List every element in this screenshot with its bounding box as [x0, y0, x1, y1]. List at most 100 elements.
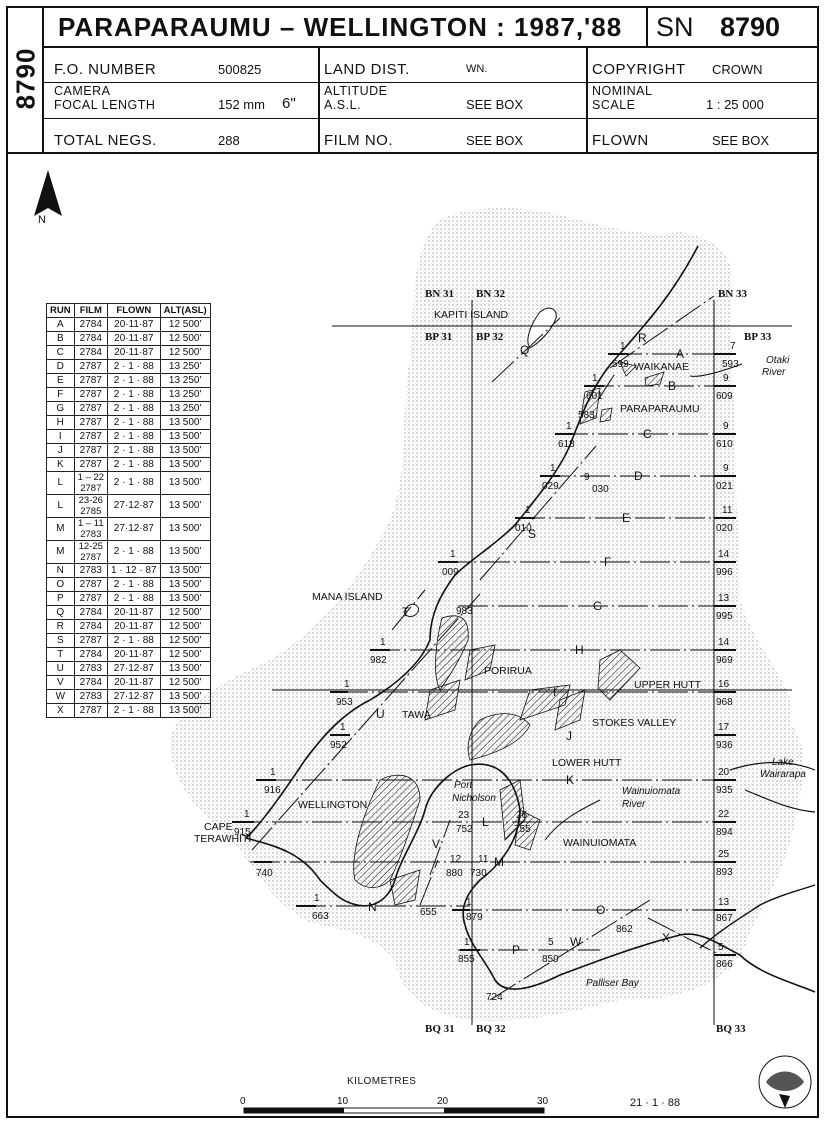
frame-o-right: 13 [718, 897, 730, 908]
alt-cell: 13 250' [159, 373, 211, 388]
water-names: Otaki River Port Nicholson Wainuiomata R… [452, 355, 806, 989]
place-terawhiti: TERAWHITI [194, 833, 251, 845]
lake-wairarapa-shore [729, 761, 816, 771]
wainuiomata-river [544, 799, 601, 841]
run-letter-q: Q [520, 343, 529, 357]
run-cell: H [46, 415, 75, 430]
run-letters: A B C D E F G H I J K L M N O P Q R S T … [368, 331, 684, 957]
run-cell: P [46, 591, 75, 606]
south-coastline [245, 763, 816, 993]
run-letter-f: F [604, 555, 611, 569]
kapiti-island [527, 307, 557, 349]
grid-bp32: BP 32 [476, 331, 504, 343]
frame-g-right: 13 [718, 593, 730, 604]
place-wainui-river-1: Wainuiomata [622, 786, 681, 797]
run-letter-j: J [566, 729, 572, 743]
otaki-river [689, 363, 743, 377]
frame-g-left: 983 [456, 606, 473, 617]
flown-cell: 20·11·87 [107, 647, 161, 662]
run-cell: C [46, 345, 75, 360]
run-letter-b: B [668, 379, 676, 393]
place-lake: Lake [772, 757, 794, 768]
north-arrow: N [30, 168, 66, 233]
grid-bn33: BN 33 [718, 288, 748, 300]
alt-cell: 12 500' [159, 647, 211, 662]
run-cell: D [46, 359, 75, 374]
grid-bq31: BQ 31 [425, 1023, 455, 1035]
frame-l-a: 23 [458, 810, 470, 821]
frame-k-left-n: 916 [264, 785, 281, 796]
run-letter-k: K [566, 773, 574, 787]
alt-cell: 12 500' [159, 317, 211, 332]
sn-label: SN [656, 12, 694, 42]
frame-m-right-n: 893 [716, 867, 733, 878]
film-cell: 2787 [73, 373, 109, 388]
col-header-film: FILM [73, 303, 109, 318]
alt-cell: 13 500' [159, 415, 211, 430]
frame-a-right-n: 593 [722, 359, 739, 370]
run-cell: M [46, 540, 75, 564]
grid-bn31: BN 31 [425, 288, 454, 300]
frame-m-a-n: 880 [446, 868, 463, 879]
sheet-frame [6, 6, 819, 1118]
run-cell: T [46, 647, 75, 662]
run-letter-r: R [638, 331, 647, 345]
frame-r-mid: 583 [578, 410, 595, 421]
grid-bn32: BN 32 [476, 288, 506, 300]
frame-p-left: 1 [464, 937, 470, 948]
company-seal [758, 1055, 812, 1109]
flown-cell: 20·11·87 [107, 317, 161, 332]
alt-cell: 13 500' [159, 443, 211, 458]
run-cell: U [46, 661, 75, 676]
west-coastline [245, 245, 699, 839]
copyright-value: CROWN [712, 62, 763, 77]
frame-m-a: 12 [450, 854, 462, 865]
run-table-header-row: RUN FILM FLOWN ALT(ASL) [46, 303, 211, 318]
frame-l-left-n: 915 [234, 827, 251, 838]
place-cape: CAPE [204, 821, 233, 833]
frame-e-right-n: 020 [716, 523, 733, 534]
alt-cell: 12 500' [159, 331, 211, 346]
flown-cell: 27·12·87 [107, 689, 161, 704]
film-cell: 2787 [73, 633, 109, 648]
run-letter-o: O [596, 903, 605, 917]
film-cell: 2784 [73, 647, 109, 662]
frame-p-left-n: 855 [458, 954, 475, 965]
place-palliser-bay: Palliser Bay [586, 978, 640, 989]
frame-k-right: 20 [718, 767, 730, 778]
run-letter-d: D [634, 469, 643, 483]
scale-title: KILOMETRES [347, 1076, 417, 1087]
grid-bq32: BQ 32 [476, 1023, 506, 1035]
run-letter-c: C [643, 427, 652, 441]
place-mana: MANA ISLAND [312, 591, 383, 603]
film-cell: 2783 [73, 661, 109, 676]
frame-l-b-n: 755 [514, 824, 531, 835]
frame-l-a-n: 752 [456, 824, 473, 835]
fo-number-label: F.O. NUMBER [54, 61, 157, 78]
flown-cell: 27·12·87 [107, 494, 161, 518]
header-bottom-rule [8, 152, 817, 154]
flown-cell: 2 · 1 · 88 [107, 457, 161, 472]
frame-a-left: 1 [620, 341, 626, 352]
frame-g-right-n: 995 [716, 611, 733, 622]
total-negs-label: TOTAL NEGS. [54, 132, 157, 149]
frame-h-right-n: 969 [716, 655, 733, 666]
film-cell: 2783 [73, 689, 109, 704]
run-letter-i: I [553, 685, 556, 699]
scale-tick-0: 0 [240, 1096, 246, 1107]
film-cell: 2787 [73, 591, 109, 606]
nominal-label: NOMINAL [592, 84, 653, 98]
flown-cell: 2 · 1 · 88 [107, 540, 161, 564]
frame-i-left-n: 953 [336, 697, 353, 708]
side-sn-box: 8790 [8, 8, 44, 152]
urban-paraparaumu [579, 387, 601, 425]
